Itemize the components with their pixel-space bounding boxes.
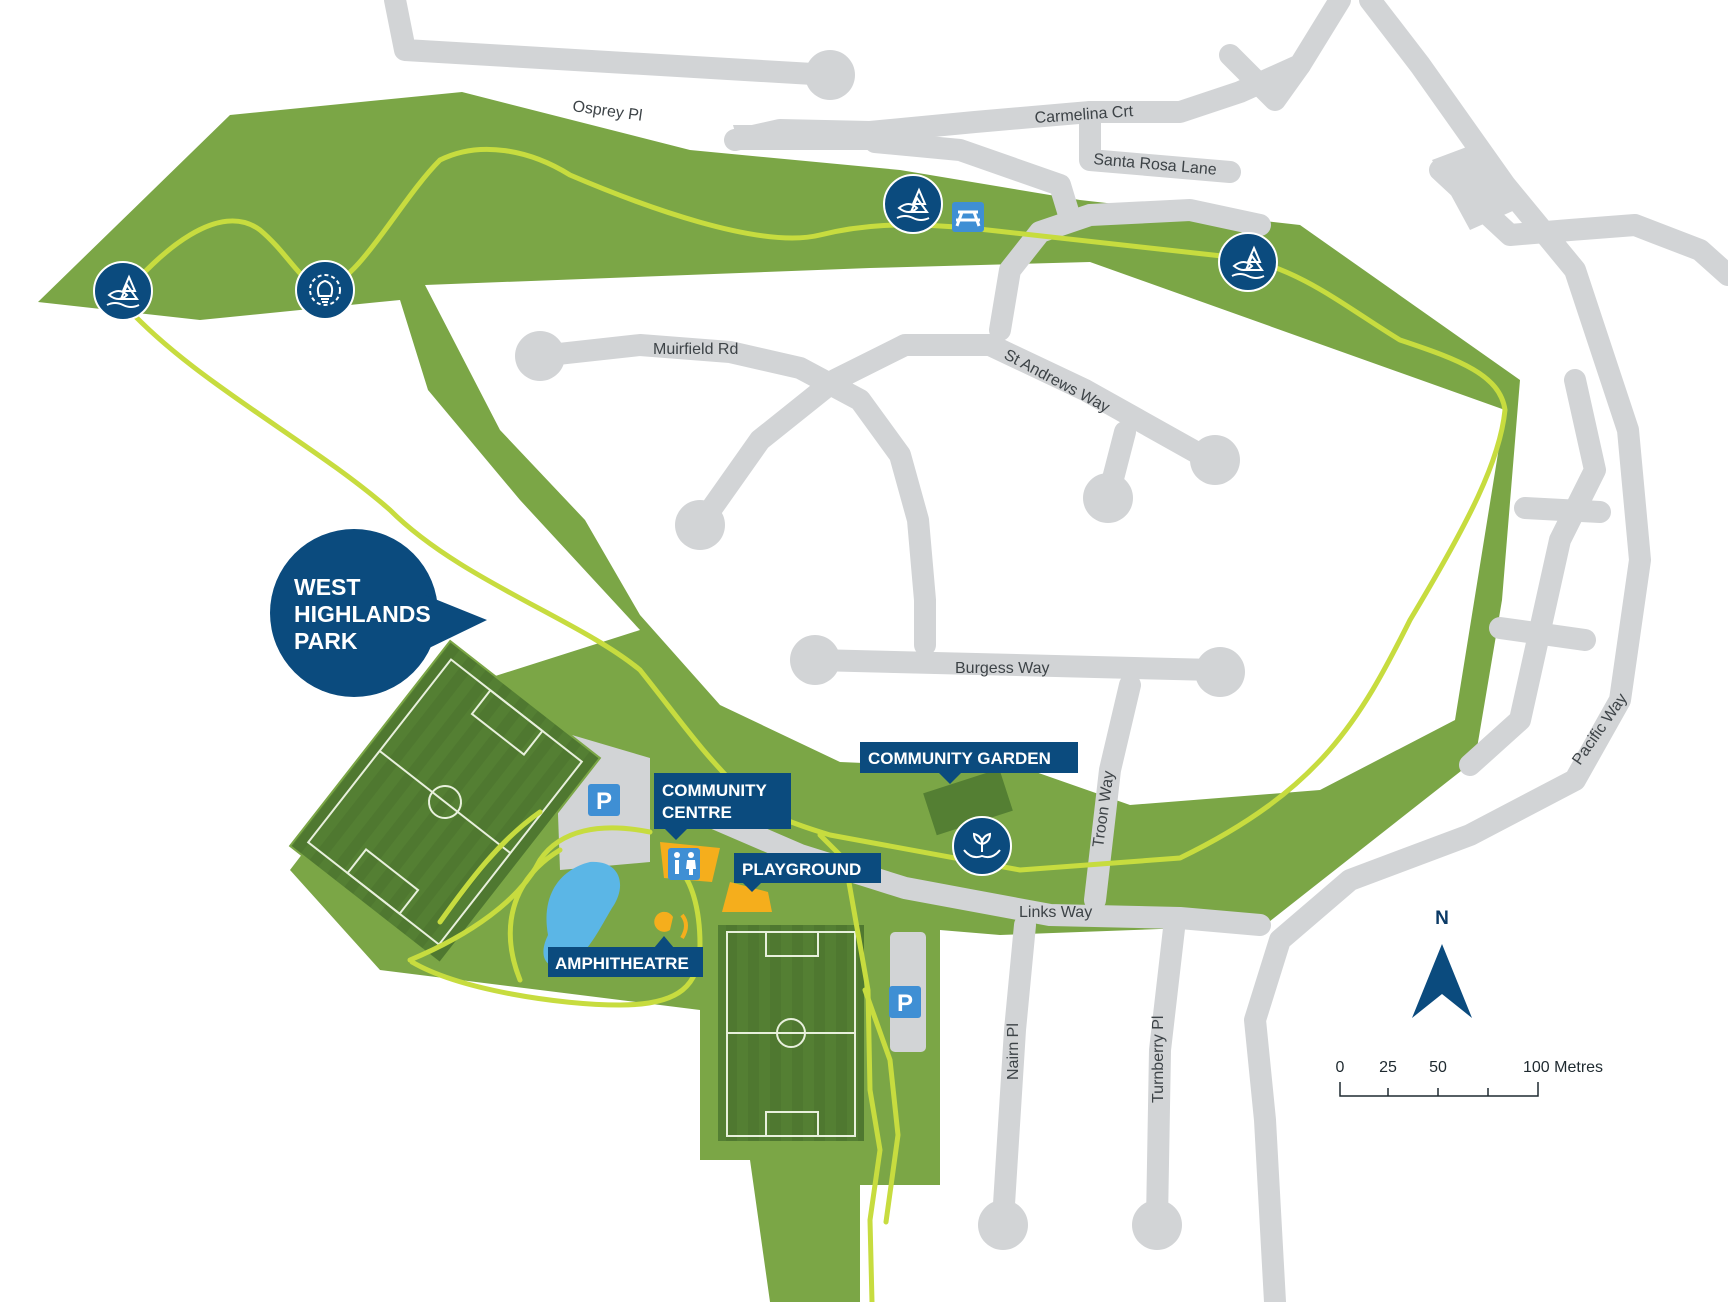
- toilets-icon[interactable]: [668, 848, 700, 880]
- road-label-nairn: Nairn Pl: [1005, 1023, 1022, 1080]
- road-label-osprey: Osprey Pl: [571, 98, 643, 125]
- nature-fish-tree-icon[interactable]: [1218, 232, 1278, 292]
- road-label-muirfield: Muirfield Rd: [653, 341, 738, 358]
- community-centre-callout[interactable]: COMMUNITY CENTRE: [654, 773, 791, 840]
- lightbulb-gear-icon[interactable]: [295, 260, 355, 320]
- scale-bar: 0 25 50 100 Metres: [1336, 1059, 1603, 1097]
- north-label: N: [1435, 908, 1449, 929]
- amphitheatre-label: AMPHITHEATRE: [555, 954, 689, 973]
- road-label-links: Links Way: [1019, 904, 1092, 921]
- sports-field-west: [288, 639, 602, 965]
- community-centre-line-2: CENTRE: [662, 803, 732, 822]
- nature-fish-tree-icon[interactable]: [883, 174, 943, 234]
- park-title-line-2: HIGHLANDS: [294, 601, 431, 627]
- community-centre-line-1: COMMUNITY: [662, 781, 767, 800]
- playground-label: PLAYGROUND: [742, 860, 861, 879]
- park-title-bubble: WEST HIGHLANDS PARK: [270, 529, 487, 697]
- road-label-carmelina: Carmelina Crt: [1034, 103, 1134, 127]
- scale-tick-25: 25: [1379, 1059, 1397, 1076]
- parking-label: P: [596, 788, 612, 815]
- parking-label: P: [897, 990, 913, 1017]
- amphitheatre-seating: [654, 911, 673, 932]
- road-label-turnberry: Turnberry Pl: [1150, 1016, 1167, 1103]
- parking-sign-south[interactable]: P: [889, 986, 921, 1018]
- walking-trails: [117, 146, 1508, 1302]
- hands-plant-icon[interactable]: [952, 816, 1012, 876]
- amphitheatre-callout[interactable]: AMPHITHEATRE: [548, 936, 703, 977]
- sports-field-south: [716, 923, 866, 1143]
- community-garden-plot: [923, 768, 1013, 836]
- road-label-burgess: Burgess Way: [955, 660, 1050, 677]
- pond: [543, 861, 621, 968]
- community-garden-callout[interactable]: COMMUNITY GARDEN: [860, 742, 1078, 784]
- scale-tick-0: 0: [1336, 1059, 1345, 1076]
- community-garden-label: COMMUNITY GARDEN: [868, 749, 1051, 768]
- park-title-line-1: WEST: [294, 574, 360, 600]
- playground-area: [722, 882, 772, 912]
- nature-fish-tree-icon[interactable]: [93, 261, 153, 321]
- north-arrow: N: [1412, 908, 1472, 1018]
- scale-tick-100: 100 Metres: [1523, 1059, 1603, 1076]
- parking-sign-north[interactable]: P: [588, 784, 620, 816]
- playground-callout[interactable]: PLAYGROUND: [734, 853, 881, 892]
- road-network: [384, 0, 1728, 1302]
- picnic-table-icon[interactable]: [952, 202, 984, 232]
- park-title-line-3: PARK: [294, 628, 358, 654]
- scale-tick-50: 50: [1429, 1059, 1447, 1076]
- road-cul-de-sacs: [515, 50, 1515, 1250]
